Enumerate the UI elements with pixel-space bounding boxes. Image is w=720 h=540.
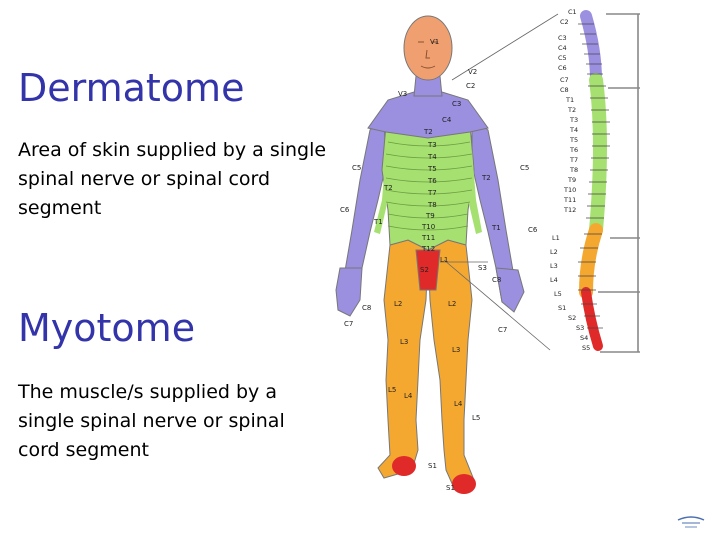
spine-cervical [580, 10, 602, 86]
label-s3: S3 [478, 264, 487, 272]
label-t12: T12 [421, 245, 435, 253]
spine-sacral [581, 287, 603, 351]
label-t5: T5 [427, 165, 437, 173]
spine-label-c8: C8 [560, 86, 569, 94]
label-l3-right: L3 [452, 346, 460, 354]
label-t7: T7 [427, 189, 437, 197]
spine-label-c2: C2 [560, 18, 569, 26]
spine-label-t9: T9 [567, 176, 576, 184]
spinal-column [578, 10, 610, 351]
label-c7-left: C7 [344, 320, 353, 328]
label-l5-left: L5 [388, 386, 396, 394]
spine-label-s3: S3 [576, 324, 584, 332]
label-s1-upper: S1 [428, 462, 437, 470]
label-l3-left: L3 [400, 338, 408, 346]
left-foot [392, 456, 416, 476]
label-c5-left: C5 [352, 164, 361, 172]
label-v3: V3 [398, 90, 407, 98]
spine-label-t10: T10 [563, 186, 576, 194]
head [403, 15, 453, 81]
spine-label-c6: C6 [558, 64, 567, 72]
guide-lines [440, 13, 559, 351]
spine-label-t8: T8 [569, 166, 578, 174]
label-c8-left: C8 [362, 304, 371, 312]
spine-label-c3: C3 [558, 34, 567, 42]
label-c6-left: C6 [340, 206, 350, 214]
label-t6: T6 [427, 177, 437, 185]
spine-labels: C1C2C3C4C5C6C7C8T1T2T3T4T5T6T7T8T9T10T11… [550, 8, 590, 352]
right-arm-t1-strip [468, 150, 482, 234]
label-t3: T3 [427, 141, 437, 149]
label-t4: T4 [427, 153, 437, 161]
label-t1-right: T1 [491, 224, 501, 232]
spine-label-s5: S5 [582, 344, 590, 352]
label-c7-right: C7 [498, 326, 507, 334]
groin-sacral [415, 249, 441, 291]
spine-label-t4: T4 [569, 126, 578, 134]
label-s2: S2 [420, 266, 429, 274]
label-s1-lower: S1 [446, 484, 455, 492]
dermatome-diagram: C1C2C3C4C5C6C7C8T1T2T3T4T5T6T7T8T9T10T11… [335, 8, 640, 494]
label-l1: L1 [440, 256, 448, 264]
spine-label-t11: T11 [563, 196, 576, 204]
label-t1-left: T1 [373, 218, 383, 226]
body-labels: V1 V2 V3 C2 C3 C4 C5 C5 C6 C6 C7 C7 C8 C… [340, 38, 538, 492]
spine-label-l2: L2 [550, 248, 558, 256]
label-t11: T11 [421, 234, 435, 242]
right-hand [495, 267, 525, 313]
spine-label-l3: L3 [550, 262, 558, 270]
label-v2: V2 [468, 68, 477, 76]
label-l5-right: L5 [472, 414, 480, 422]
spine-lumbar [579, 223, 603, 299]
spine-thoracic [589, 73, 607, 237]
dermatome-description: Area of skin supplied by a single spinal… [18, 139, 327, 219]
spine-label-t6: T6 [569, 146, 578, 154]
label-c4: C4 [442, 116, 452, 124]
region-brackets [598, 13, 640, 353]
label-l2-left: L2 [394, 300, 402, 308]
spine-label-t1: T1 [565, 96, 574, 104]
label-l4-right: L4 [454, 400, 463, 408]
label-t9: T9 [425, 212, 435, 220]
spine-label-c5: C5 [558, 54, 567, 62]
spine-label-t12: T12 [563, 206, 576, 214]
logo-icon [677, 516, 705, 528]
spine-label-t3: T3 [569, 116, 578, 124]
spine-label-c4: C4 [558, 44, 567, 52]
shoulders-cervical [367, 91, 489, 139]
spine-label-l1: L1 [552, 234, 560, 242]
label-t2-center: T2 [423, 128, 433, 136]
spine-label-l4: L4 [550, 276, 558, 284]
spine-label-s4: S4 [580, 334, 588, 342]
myotome-title: Myotome [18, 306, 196, 350]
label-c3: C3 [452, 100, 461, 108]
left-hand [335, 267, 363, 317]
label-l2-right: L2 [448, 300, 456, 308]
spine-label-c7: C7 [560, 76, 569, 84]
spine-label-c1: C1 [568, 8, 577, 16]
face-features [418, 41, 438, 69]
label-t8: T8 [427, 201, 437, 209]
spine-label-t7: T7 [569, 156, 578, 164]
spine-label-s2: S2 [568, 314, 576, 322]
dermatome-title: Dermatome [18, 66, 245, 110]
right-foot [452, 474, 476, 494]
label-c8-right: C8 [492, 276, 501, 284]
spine-label-t2: T2 [567, 106, 576, 114]
label-c6-right: C6 [528, 226, 538, 234]
thoracic-band-lines [385, 141, 473, 231]
left-arm-t1-strip [374, 150, 388, 234]
label-c2: C2 [466, 82, 475, 90]
myotome-description: The muscle/s supplied by a single spinal… [18, 381, 285, 461]
label-t2-right: T2 [481, 174, 491, 182]
label-t10: T10 [421, 223, 435, 231]
spine-label-t5: T5 [569, 136, 578, 144]
label-v1: V1 [430, 38, 439, 46]
label-l4-left: L4 [404, 392, 413, 400]
label-c5-right: C5 [520, 164, 529, 172]
label-t2-left: T2 [383, 184, 393, 192]
spine-label-s1: S1 [558, 304, 566, 312]
spine-label-l5: L5 [554, 290, 562, 298]
